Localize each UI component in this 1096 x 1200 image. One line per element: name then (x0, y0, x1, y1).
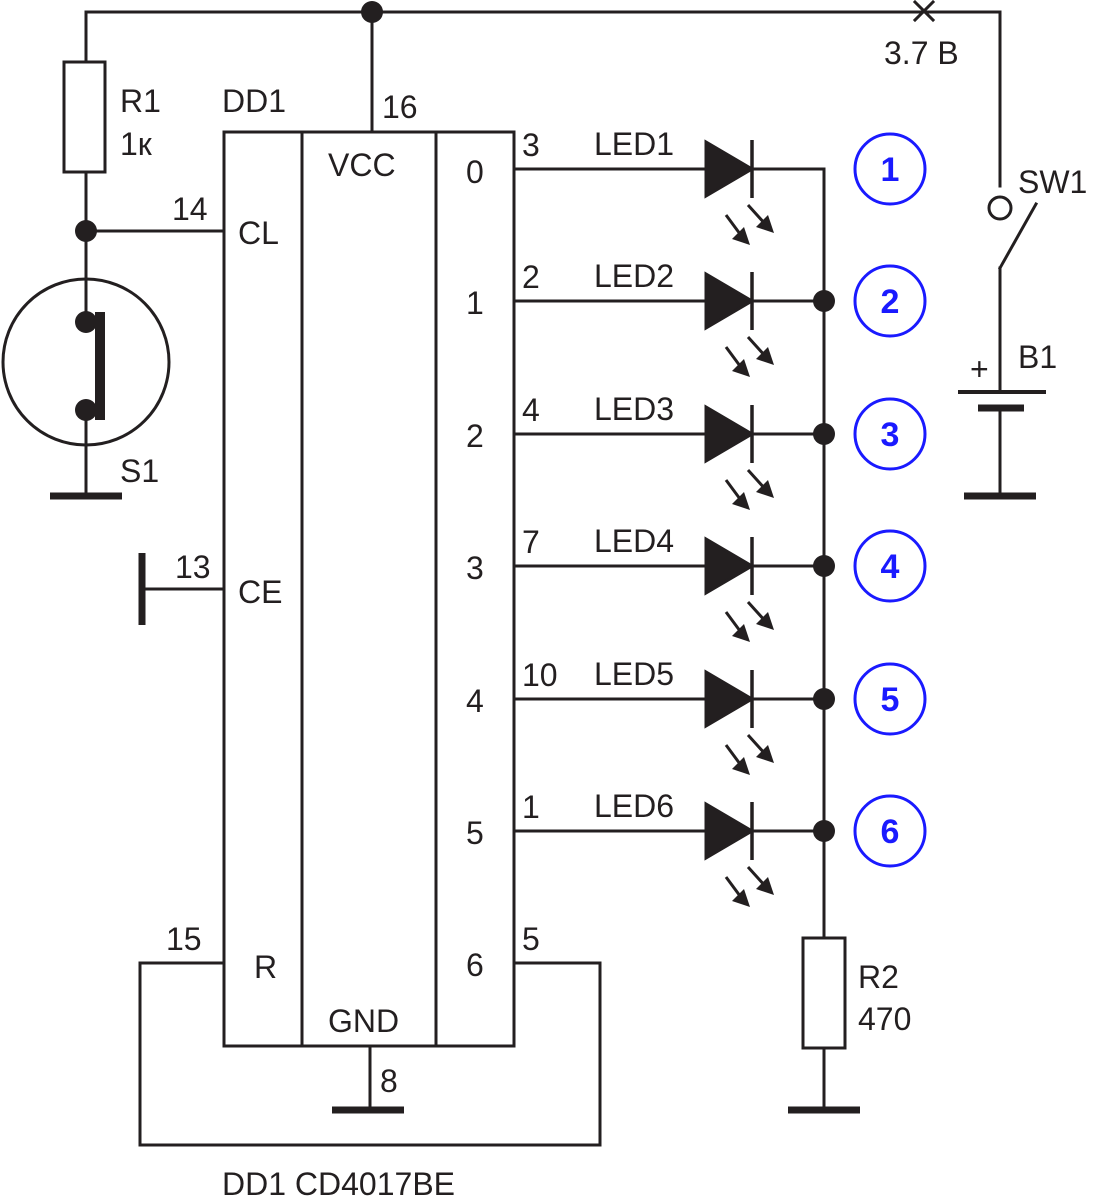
ic-input-pin: 13 (175, 549, 211, 585)
led-marker-circle (853, 397, 927, 471)
ic-output-label: 6 (466, 947, 484, 983)
ic-output-pin: 10 (522, 657, 558, 693)
led-name: LED5 (594, 656, 674, 692)
led-marker: 1 (853, 132, 927, 206)
ic-vcc-pin: 16 (382, 89, 418, 125)
ic-input-label: R (254, 949, 277, 985)
s1-name: S1 (120, 453, 159, 489)
led-name: LED4 (594, 523, 674, 559)
led-row: LED5 5 (512, 656, 927, 775)
ce-tie (138, 553, 226, 625)
led-name: LED6 (594, 788, 674, 824)
led-marker-circle (853, 662, 927, 736)
led-marker-number: 5 (881, 681, 900, 719)
ic-output-label: 2 (466, 418, 484, 454)
led-marker-circle (853, 529, 927, 603)
ic-designator: DD1 (222, 83, 286, 119)
led-name: LED2 (594, 258, 674, 294)
led-marker-number: 3 (881, 416, 900, 454)
ic-input-label: CL (238, 215, 279, 251)
ic-output-pin: 1 (522, 789, 540, 825)
led-row: LED1 1 (512, 126, 927, 245)
led-row: LED4 4 (512, 523, 927, 642)
led-marker-number: 4 (881, 548, 900, 586)
battery-b1: + B1 (958, 339, 1057, 500)
led-emission-arrows (724, 203, 774, 245)
ic-output-pin: 7 (522, 524, 540, 560)
ic-input-pin: 15 (166, 921, 202, 957)
b1-name: B1 (1018, 339, 1057, 375)
cathode-bus: R2 470 (750, 167, 911, 1114)
r2-value: 470 (858, 1001, 911, 1037)
clock-input-network (75, 220, 226, 320)
led-marker-number: 1 (881, 151, 900, 189)
supply-voltage-label: 3.7 В (884, 35, 959, 71)
supply-cross-mark (912, 0, 936, 23)
resistor-r1: R1 1к (62, 60, 161, 234)
reset-loop-wire (138, 961, 602, 1147)
ic-output-label: 5 (466, 815, 484, 851)
led-marker: 3 (853, 397, 927, 471)
led-emission-arrows (724, 335, 774, 377)
led-marker: 6 (853, 794, 927, 868)
r1-value: 1к (120, 126, 153, 162)
led-row: LED2 2 (512, 258, 927, 377)
ic-input-label: CE (238, 574, 282, 610)
led-marker-number: 2 (881, 283, 900, 321)
led-marker: 4 (853, 529, 927, 603)
led-emission-arrows (724, 733, 774, 775)
led-marker-circle (853, 132, 927, 206)
led-marker-circle (853, 794, 927, 868)
led-diode-symbol (704, 139, 755, 199)
ic-dd1: DD1 VCC 16 GND 8 DD1 CD4017BE CL 14 CE 1… (166, 83, 558, 1200)
ic-output-pin: 3 (522, 127, 540, 163)
led-diode-symbol (704, 536, 755, 596)
led-emission-arrows (724, 468, 774, 510)
ic-gnd-label: GND (328, 1003, 399, 1039)
led-marker: 2 (853, 264, 927, 338)
switch-sw1: SW1 (987, 164, 1087, 392)
sw1-name: SW1 (1018, 164, 1087, 200)
b1-plus: + (970, 351, 989, 387)
led-diode-symbol (704, 404, 755, 464)
led-marker: 5 (853, 662, 927, 736)
ic-output-label: 4 (466, 683, 484, 719)
led-row: LED6 6 (512, 788, 927, 907)
ic-caption: DD1 CD4017BE (222, 1166, 455, 1200)
led-emission-arrows (724, 865, 774, 907)
led-name: LED1 (594, 126, 674, 162)
ic-output-pin: 2 (522, 259, 540, 295)
r2-name: R2 (858, 959, 899, 995)
led-marker-number: 6 (881, 813, 900, 851)
ic-output-pin: 5 (522, 921, 540, 957)
pushbutton-s1: S1 (1, 277, 171, 500)
ic-gnd-pin: 8 (380, 1063, 398, 1099)
ic-output-label: 0 (466, 154, 484, 190)
ic-output-label: 1 (466, 285, 484, 321)
led-marker-circle (853, 264, 927, 338)
ic-vcc-label: VCC (328, 147, 396, 183)
ic-input-pin: 14 (172, 191, 208, 227)
resistor-r2 (801, 936, 847, 1050)
supply-rail: 3.7 В (84, 0, 1002, 188)
led-name: LED3 (594, 391, 674, 427)
ic-output-pin: 4 (522, 392, 540, 428)
led-diode-symbol (704, 271, 755, 331)
r1-name: R1 (120, 83, 161, 119)
led-diode-symbol (704, 669, 755, 729)
led-row: LED3 3 (512, 391, 927, 510)
ic-output-label: 3 (466, 550, 484, 586)
led-emission-arrows (724, 600, 774, 642)
led-diode-symbol (704, 801, 755, 861)
